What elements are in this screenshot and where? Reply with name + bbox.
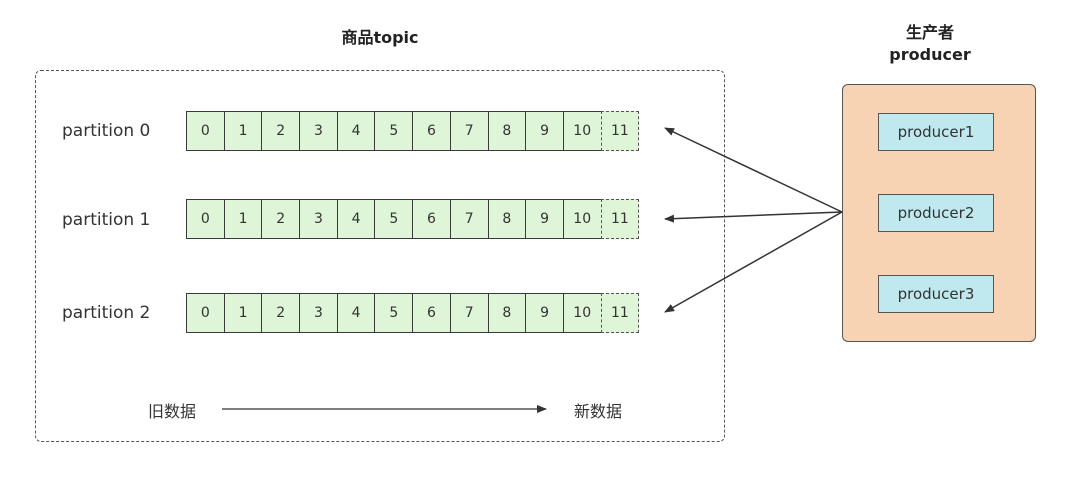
offset-cell: 6	[412, 199, 451, 239]
offset-cell: 4	[336, 111, 376, 151]
offset-cell: 4	[336, 199, 376, 239]
old-data-label: 旧数据	[148, 402, 197, 421]
offset-cell: 8	[487, 199, 527, 239]
offset-cell: 9	[525, 199, 564, 239]
partition-label-2: partition 2	[62, 303, 151, 323]
offset-cell: 8	[487, 293, 527, 333]
offset-cell: 4	[336, 293, 376, 333]
partition-row-1: 0 1 2 3 4 5 6 7 8 9 10 11	[186, 199, 640, 239]
partition-row-2: 0 1 2 3 4 5 6 7 8 9 10 11	[186, 293, 640, 333]
topic-title: 商品topic	[341, 28, 419, 47]
topic-container	[35, 70, 725, 442]
new-offset-cell: 11	[600, 293, 640, 333]
offset-cell: 6	[412, 293, 451, 333]
offset-cell: 2	[261, 293, 301, 333]
producer-group-title-en: producer	[889, 45, 971, 64]
offset-cell: 3	[299, 111, 338, 151]
write-arrow-partition-0	[664, 127, 843, 213]
write-arrow-partition-1	[664, 211, 843, 223]
partition-row-0: 0 1 2 3 4 5 6 7 8 9 10 11	[186, 111, 640, 151]
offset-cell: 3	[299, 293, 338, 333]
producer-group-title-cn: 生产者	[905, 23, 954, 42]
offset-cell: 5	[374, 111, 414, 151]
new-offset-cell: 11	[600, 111, 640, 151]
partition-label-0: partition 0	[62, 121, 151, 141]
producer-group-title: 生产者 producer	[870, 22, 990, 66]
producer-node-2: producer2	[878, 194, 994, 232]
offset-cell: 3	[299, 199, 338, 239]
offset-cell: 7	[449, 199, 489, 239]
partition-label-1: partition 1	[62, 210, 151, 230]
offset-cell: 1	[223, 293, 263, 333]
offset-cell: 0	[186, 293, 225, 333]
offset-cell: 9	[525, 111, 564, 151]
offset-cell: 10	[562, 111, 602, 151]
offset-cell: 8	[487, 111, 527, 151]
offset-cell: 6	[412, 111, 451, 151]
offset-cell: 10	[562, 199, 602, 239]
offset-cell: 5	[374, 293, 414, 333]
offset-cell: 0	[186, 111, 225, 151]
producer-node-1: producer1	[878, 113, 994, 151]
producer-node-3: producer3	[878, 275, 994, 313]
new-offset-cell: 11	[600, 199, 640, 239]
new-data-label: 新数据	[574, 402, 623, 421]
write-arrow-partition-2	[664, 211, 843, 313]
offset-cell: 0	[186, 199, 225, 239]
